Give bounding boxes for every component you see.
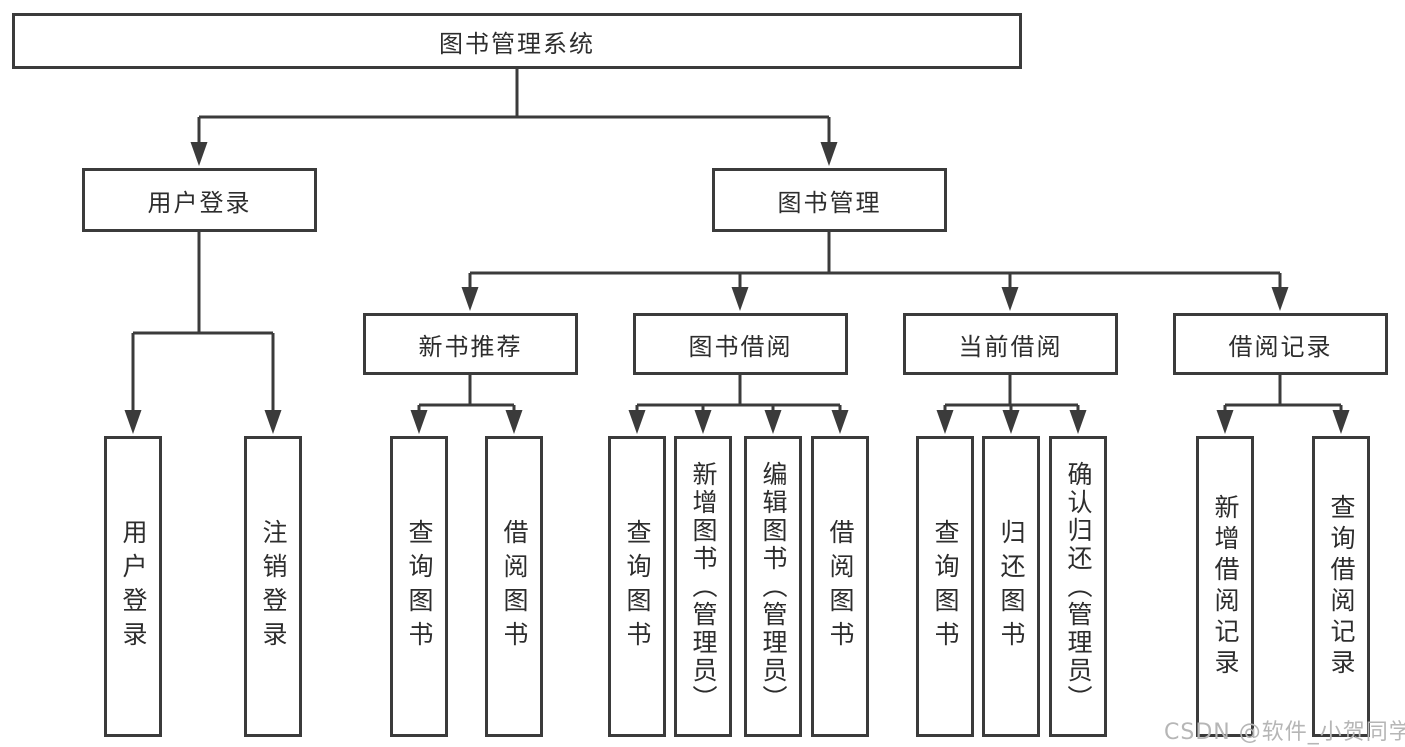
node-current-borrowing: 当前借阅	[903, 313, 1118, 375]
arrowhead	[731, 287, 749, 311]
arrowhead	[1002, 410, 1020, 434]
arrowhead	[124, 410, 142, 434]
connector-current-to-leaves	[943, 375, 1080, 414]
node-book-borrowing: 图书借阅	[633, 313, 848, 375]
leaf-query-borrow-record: 查询借阅记录	[1312, 436, 1370, 737]
leaf-edit-books-admin: 编辑图书（管理员）	[744, 436, 802, 737]
leaf-borrow-books-recommend: 借阅图书	[485, 436, 543, 737]
connector-newbook-to-leaves	[417, 375, 516, 414]
node-user-login: 用户登录	[82, 168, 317, 232]
leaf-return-books: 归还图书	[982, 436, 1040, 737]
arrowhead	[461, 287, 479, 311]
leaf-add-borrow-record: 新增借阅记录	[1196, 436, 1254, 737]
connector-userlogin-to-leaves	[131, 232, 275, 414]
arrowhead	[1216, 410, 1234, 434]
arrowhead	[505, 410, 523, 434]
node-borrowing-records: 借阅记录	[1173, 313, 1388, 375]
leaf-borrow-books: 借阅图书	[811, 436, 869, 737]
leaf-query-books-current: 查询图书	[916, 436, 974, 737]
arrowhead	[264, 410, 282, 434]
connector-records-to-leaves	[1223, 375, 1343, 414]
arrowhead	[694, 410, 712, 434]
leaf-confirm-return-admin: 确认归还（管理员）	[1049, 436, 1107, 737]
arrowhead	[831, 410, 849, 434]
leaf-user-login: 用户登录	[104, 436, 162, 737]
leaf-add-books-admin: 新增图书（管理员）	[674, 436, 732, 737]
arrowhead	[628, 410, 646, 434]
arrowhead	[190, 142, 208, 166]
leaf-query-books-recommend: 查询图书	[390, 436, 448, 737]
arrowhead	[1069, 410, 1087, 434]
arrowhead	[1271, 287, 1289, 311]
arrowhead	[1332, 410, 1350, 434]
node-book-management: 图书管理	[712, 168, 947, 232]
connector-bookmgmt-to-level3	[468, 232, 1282, 291]
leaf-query-books-borrow: 查询图书	[608, 436, 666, 737]
connector-borrow-to-leaves	[635, 375, 842, 414]
arrowhead	[410, 410, 428, 434]
arrowhead	[820, 142, 838, 166]
arrowhead	[764, 410, 782, 434]
arrowhead	[936, 410, 954, 434]
connector-root-to-level2	[197, 69, 831, 146]
node-new-book-recommendation: 新书推荐	[363, 313, 578, 375]
node-library-management-system: 图书管理系统	[12, 13, 1022, 69]
leaf-logout: 注销登录	[244, 436, 302, 737]
arrowhead	[1001, 287, 1019, 311]
csdn-watermark: CSDN @软件_小贺同学	[1164, 720, 1405, 745]
